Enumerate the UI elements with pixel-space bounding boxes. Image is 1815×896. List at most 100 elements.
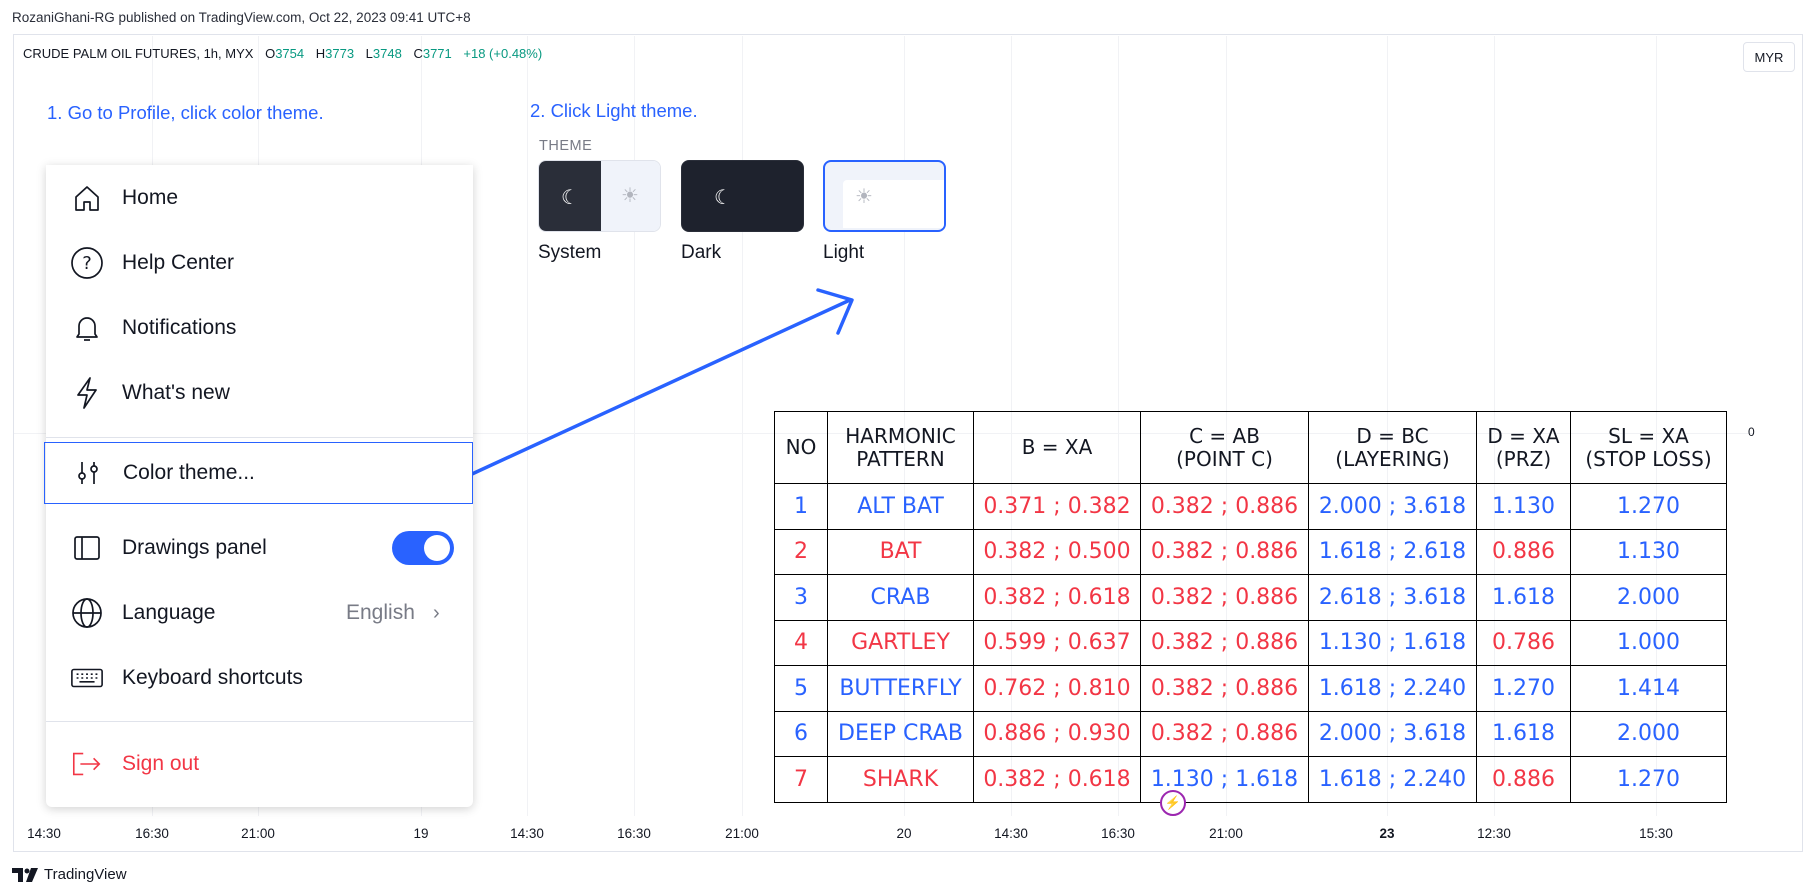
high-value: 3773 xyxy=(325,46,355,61)
time-axis-label: 12:30 xyxy=(1477,826,1511,841)
theme-option-dark[interactable]: ☾ xyxy=(681,160,804,232)
currency-button[interactable]: MYR xyxy=(1743,42,1795,72)
menu-item-label: What's new xyxy=(122,381,230,404)
table-cell: 1.130 xyxy=(1476,483,1571,530)
table-cell: 1.618 ; 2.240 xyxy=(1308,756,1477,803)
table-cell: 1.130 ; 1.618 xyxy=(1308,619,1477,666)
menu-item-help-center[interactable]: ? Help Center xyxy=(46,235,473,291)
menu-divider xyxy=(46,437,473,438)
open-label: O xyxy=(265,46,276,61)
menu-item-sign-out[interactable]: Sign out xyxy=(46,736,473,792)
table-cell: BAT xyxy=(827,528,974,575)
symbol-ohlc: CRUDE PALM OIL FUTURES, 1h, MYX O3754 H3… xyxy=(23,46,542,61)
table-cell: 1.618 ; 2.618 xyxy=(1308,528,1477,575)
sign-out-icon xyxy=(70,747,104,781)
time-axis-label: 16:30 xyxy=(617,826,651,841)
lightning-badge-icon[interactable]: ⚡ xyxy=(1160,790,1186,816)
menu-item-label: Notifications xyxy=(122,316,237,339)
menu-item-color-theme[interactable]: Color theme... xyxy=(44,442,473,504)
menu-item-home[interactable]: Home xyxy=(46,170,473,226)
table-cell: 2 xyxy=(774,528,828,575)
menu-item-whats-new[interactable]: What's new xyxy=(46,365,473,421)
time-axis-label: 14:30 xyxy=(27,826,61,841)
menu-item-label: Home xyxy=(122,186,179,209)
table-cell: 1.414 xyxy=(1570,665,1727,712)
moon-icon: ☾ xyxy=(714,187,732,209)
table-cell: 2.000 ; 3.618 xyxy=(1308,483,1477,530)
table-cell: GARTLEY xyxy=(827,619,974,666)
time-axis-label: 14:30 xyxy=(994,826,1028,841)
grid-line xyxy=(634,36,635,816)
table-cell: 0.382 ; 0.886 xyxy=(1140,710,1309,757)
theme-name-system: System xyxy=(538,242,602,263)
time-axis-label: 21:00 xyxy=(241,826,275,841)
symbol-name: CRUDE PALM OIL FUTURES, 1h, MYX xyxy=(23,46,254,61)
menu-item-label: Keyboard shortcuts xyxy=(122,666,303,689)
close-label: C xyxy=(413,46,423,61)
chevron-right-icon: › xyxy=(433,601,440,624)
table-cell: ALT BAT xyxy=(827,483,974,530)
table-cell: DEEP CRAB xyxy=(827,710,974,757)
table-cell: 1.618 ; 2.240 xyxy=(1308,665,1477,712)
table-cell: BUTTERFLY xyxy=(827,665,974,712)
table-cell: 1.000 xyxy=(1570,619,1727,666)
table-cell: 2.000 xyxy=(1570,574,1727,621)
menu-item-label: Color theme... xyxy=(123,461,255,484)
grid-line xyxy=(527,36,528,816)
tradingview-logo[interactable]: TradingView xyxy=(12,866,127,883)
theme-label: THEME xyxy=(539,138,593,154)
time-axis-label: 16:30 xyxy=(1101,826,1135,841)
table-cell: 0.886 xyxy=(1476,756,1571,803)
time-axis-label: 21:00 xyxy=(1209,826,1243,841)
table-cell: 0.382 ; 0.886 xyxy=(1140,483,1309,530)
menu-item-keyboard-shortcuts[interactable]: Keyboard shortcuts xyxy=(46,650,473,706)
moon-icon: ☾ xyxy=(561,187,579,209)
table-cell: 0.382 ; 0.618 xyxy=(973,574,1141,621)
panel-icon xyxy=(70,531,104,565)
table-header: NO xyxy=(774,411,828,484)
sun-icon: ☀ xyxy=(855,186,873,208)
table-cell: 2.618 ; 3.618 xyxy=(1308,574,1477,621)
table-cell: 1.270 xyxy=(1476,665,1571,712)
table-cell: 4 xyxy=(774,619,828,666)
help-icon: ? xyxy=(70,246,104,280)
bell-icon xyxy=(70,311,104,345)
table-cell: 0.382 ; 0.500 xyxy=(973,528,1141,575)
menu-item-language[interactable]: Language English › xyxy=(46,585,473,641)
theme-option-system[interactable]: ☾ ☀ xyxy=(538,160,661,232)
theme-name-dark: Dark xyxy=(681,242,722,263)
table-cell: 0.382 ; 0.886 xyxy=(1140,528,1309,575)
profile-menu: Home ? Help Center Notifications What's … xyxy=(44,165,473,807)
drawings-panel-toggle[interactable] xyxy=(392,531,454,565)
table-cell: 0.371 ; 0.382 xyxy=(973,483,1141,530)
table-cell: 1.130 xyxy=(1570,528,1727,575)
theme-option-light[interactable]: ☀ xyxy=(823,160,946,232)
time-axis-label: 16:30 xyxy=(135,826,169,841)
table-cell: 1.618 xyxy=(1476,574,1571,621)
theme-name-light: Light xyxy=(823,242,865,263)
chart-frame xyxy=(13,34,1803,852)
table-cell: 0.886 xyxy=(1476,528,1571,575)
table-cell: 0.786 xyxy=(1476,619,1571,666)
low-label: L xyxy=(365,46,373,61)
time-axis-label: 21:00 xyxy=(725,826,759,841)
table-header: D = XA(PRZ) xyxy=(1476,411,1571,484)
high-label: H xyxy=(315,46,326,61)
globe-icon xyxy=(70,596,104,630)
svg-text:?: ? xyxy=(82,253,92,274)
step-1-annotation: 1. Go to Profile, click color theme. xyxy=(47,102,324,123)
table-cell: 0.762 ; 0.810 xyxy=(973,665,1141,712)
table-cell: SHARK xyxy=(827,756,974,803)
table-cell: 6 xyxy=(774,710,828,757)
sliders-icon xyxy=(71,456,105,490)
table-cell: 3 xyxy=(774,574,828,621)
close-value: 3771 xyxy=(422,46,452,61)
menu-item-drawings-panel[interactable]: Drawings panel xyxy=(46,520,473,576)
menu-item-notifications[interactable]: Notifications xyxy=(46,300,473,356)
